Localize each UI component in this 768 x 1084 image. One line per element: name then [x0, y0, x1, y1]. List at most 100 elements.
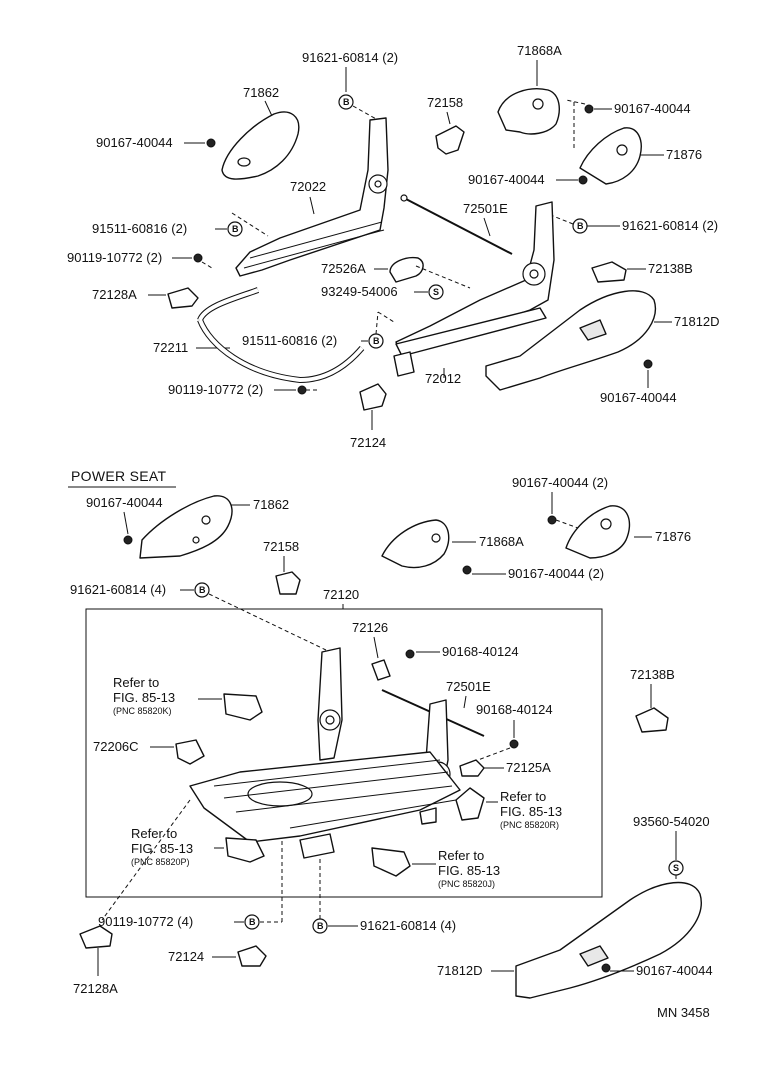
label-71862-top: 71862	[243, 85, 279, 100]
b-marker: B	[227, 221, 243, 237]
part-71862-cover-bottom	[139, 495, 233, 559]
label-91621-60814-2-top: 91621-60814 (2)	[302, 50, 398, 65]
refer-j-line2: FIG. 85-13	[438, 863, 500, 878]
part-71868A-cover	[497, 88, 560, 135]
svg-text:B: B	[343, 97, 350, 107]
label-91621-60814-4-a: 91621-60814 (4)	[70, 582, 166, 597]
part-72012-base	[393, 351, 415, 377]
b-marker: B	[338, 94, 354, 110]
label-90167-40044-2-g: 90167-40044 (2)	[508, 566, 604, 581]
label-72125A: 72125A	[506, 760, 551, 775]
part-72124-cap-top	[359, 383, 387, 411]
part-72138B-cap	[591, 261, 627, 283]
refer-k-line1: Refer to	[113, 675, 159, 690]
label-90168-40124-b: 90168-40124	[476, 702, 553, 717]
label-91621-60814-2-right: 91621-60814 (2)	[622, 218, 718, 233]
label-91621-60814-4-b: 91621-60814 (4)	[360, 918, 456, 933]
b-marker: B	[244, 914, 260, 930]
part-motor-j	[371, 847, 411, 877]
part-71812D-cover	[485, 290, 656, 391]
label-72206C: 72206C	[93, 739, 139, 754]
refer-k-line3: (PNC 85820K)	[113, 706, 172, 716]
label-72022: 72022	[290, 179, 326, 194]
label-90168-40124-a: 90168-40124	[442, 644, 519, 659]
part-71868A-cover-bottom	[381, 519, 450, 569]
s-marker: S	[668, 860, 684, 876]
label-90167-40044-c: 90167-40044	[468, 172, 545, 187]
label-93249-54006: 93249-54006	[321, 284, 398, 299]
label-72211: 72211	[153, 340, 188, 355]
label-90167-40044-2-f: 90167-40044 (2)	[512, 475, 608, 490]
figure-code: MN 3458	[657, 1005, 710, 1020]
part-72138B-cap-bottom	[635, 707, 669, 733]
svg-text:B: B	[232, 224, 239, 234]
svg-text:S: S	[433, 287, 439, 297]
part-72125A-knob	[459, 759, 485, 777]
part-72124-cap-bottom	[237, 945, 267, 967]
label-90119-10772-4: 90119-10772 (4)	[98, 914, 193, 929]
label-90167-40044-a: 90167-40044	[96, 135, 173, 150]
label-72124-bottom: 72124	[168, 949, 204, 964]
part-power-seat-frame	[189, 647, 461, 859]
part-72126-bracket	[371, 659, 391, 681]
label-72138B-bottom: 72138B	[630, 667, 675, 682]
label-72126: 72126	[352, 620, 388, 635]
refer-p-line1: Refer to	[131, 826, 177, 841]
part-72012-rail	[395, 307, 547, 357]
part-71862-cover	[221, 111, 300, 180]
label-90167-40044-d: 90167-40044	[600, 390, 677, 405]
refer-p-line2: FIG. 85-13	[131, 841, 193, 856]
label-72158-bottom: 72158	[263, 539, 299, 554]
label-71812D-bottom: 71812D	[437, 963, 483, 978]
label-90167-40044-e: 90167-40044	[86, 495, 163, 510]
label-72124-top: 72124	[350, 435, 386, 450]
label-71812D-top: 71812D	[674, 314, 720, 329]
label-72012: 72012	[425, 371, 461, 386]
b-marker: B	[312, 918, 328, 934]
label-91511-60816-b: 91511-60816 (2)	[242, 333, 337, 348]
label-71868A-top: 71868A	[517, 43, 562, 58]
part-72158-clip	[435, 125, 465, 155]
label-71876-bottom: 71876	[655, 529, 691, 544]
svg-text:B: B	[317, 921, 324, 931]
part-motor-r	[455, 787, 485, 821]
refer-r-line1: Refer to	[500, 789, 546, 804]
b-marker: B	[572, 218, 588, 234]
label-71876-top: 71876	[666, 147, 702, 162]
power-seat-heading: POWER SEAT	[71, 468, 166, 484]
b-marker: B	[368, 333, 384, 349]
label-72158-top: 72158	[427, 95, 463, 110]
label-72120: 72120	[323, 587, 359, 602]
part-71876-cover	[579, 127, 642, 185]
refer-j-line1: Refer to	[438, 848, 484, 863]
label-72526A: 72526A	[321, 261, 366, 276]
label-72128A-bottom: 72128A	[73, 981, 118, 996]
part-71876-cover-bottom	[565, 505, 631, 559]
label-72501E-bottom: 72501E	[446, 679, 491, 694]
part-72022-recliner	[235, 117, 389, 277]
label-72128A-top: 72128A	[92, 287, 137, 302]
label-90167-40044-h: 90167-40044	[636, 963, 713, 978]
label-71862-bottom: 71862	[253, 497, 289, 512]
label-90119-10772-b: 90119-10772 (2)	[168, 382, 263, 397]
label-71868A-bottom: 71868A	[479, 534, 524, 549]
svg-text:B: B	[373, 336, 380, 346]
label-91511-60816-a: 91511-60816 (2)	[92, 221, 187, 236]
part-72128A-cap	[167, 287, 199, 309]
part-motor-p	[225, 837, 265, 863]
svg-text:B: B	[577, 221, 584, 231]
svg-text:S: S	[673, 863, 679, 873]
label-72501E-top: 72501E	[463, 201, 508, 216]
part-72158-clip-bottom	[275, 571, 301, 595]
refer-r-line3: (PNC 85820R)	[500, 820, 559, 830]
refer-k-line2: FIG. 85-13	[113, 690, 175, 705]
refer-j-line3: (PNC 85820J)	[438, 879, 495, 889]
svg-text:B: B	[249, 917, 256, 927]
refer-r-line2: FIG. 85-13	[500, 804, 562, 819]
b-marker: B	[194, 582, 210, 598]
part-motor-k	[223, 693, 263, 721]
refer-p-line3: (PNC 85820P)	[131, 857, 190, 867]
label-72138B-top: 72138B	[648, 261, 693, 276]
part-72206C-motor	[175, 739, 205, 765]
